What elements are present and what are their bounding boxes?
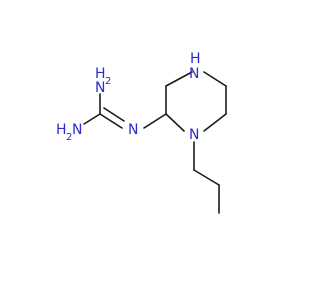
bond-propyl1-propyl2 [193,169,220,186]
bond-set [83,71,227,214]
atom-nh-ring: N [189,66,199,82]
bond-c2-n1 [165,113,185,132]
atom-nh2-left-h: H [56,122,67,138]
atom-labels: H N N N H 2 N H 2 N [56,51,201,143]
bond-cguan-nh2-left [83,113,101,125]
atom-nh2-top: N [95,80,105,96]
atom-nh2-left: N [72,122,82,138]
bond-nh-ch2-left [165,71,193,87]
molecule-structure: H N N N H 2 N H 2 N [56,51,227,214]
atom-nh2-left-count: 2 [66,132,72,143]
atom-nh2-top-count: 2 [105,76,111,87]
bond-c2-nimine [143,113,167,129]
atom-n-ring-propyl: N [189,127,199,143]
bond-nimine-cguan-b [103,107,125,122]
atom-nh2-top-h: H [95,66,106,82]
atom-nh-ring-h: H [190,51,201,67]
bond-nimine-cguan-a [99,113,123,129]
bond-ch2-nh [203,71,227,87]
bond-n1-ch2 [203,113,227,132]
atom-n-imine: N [128,122,138,138]
